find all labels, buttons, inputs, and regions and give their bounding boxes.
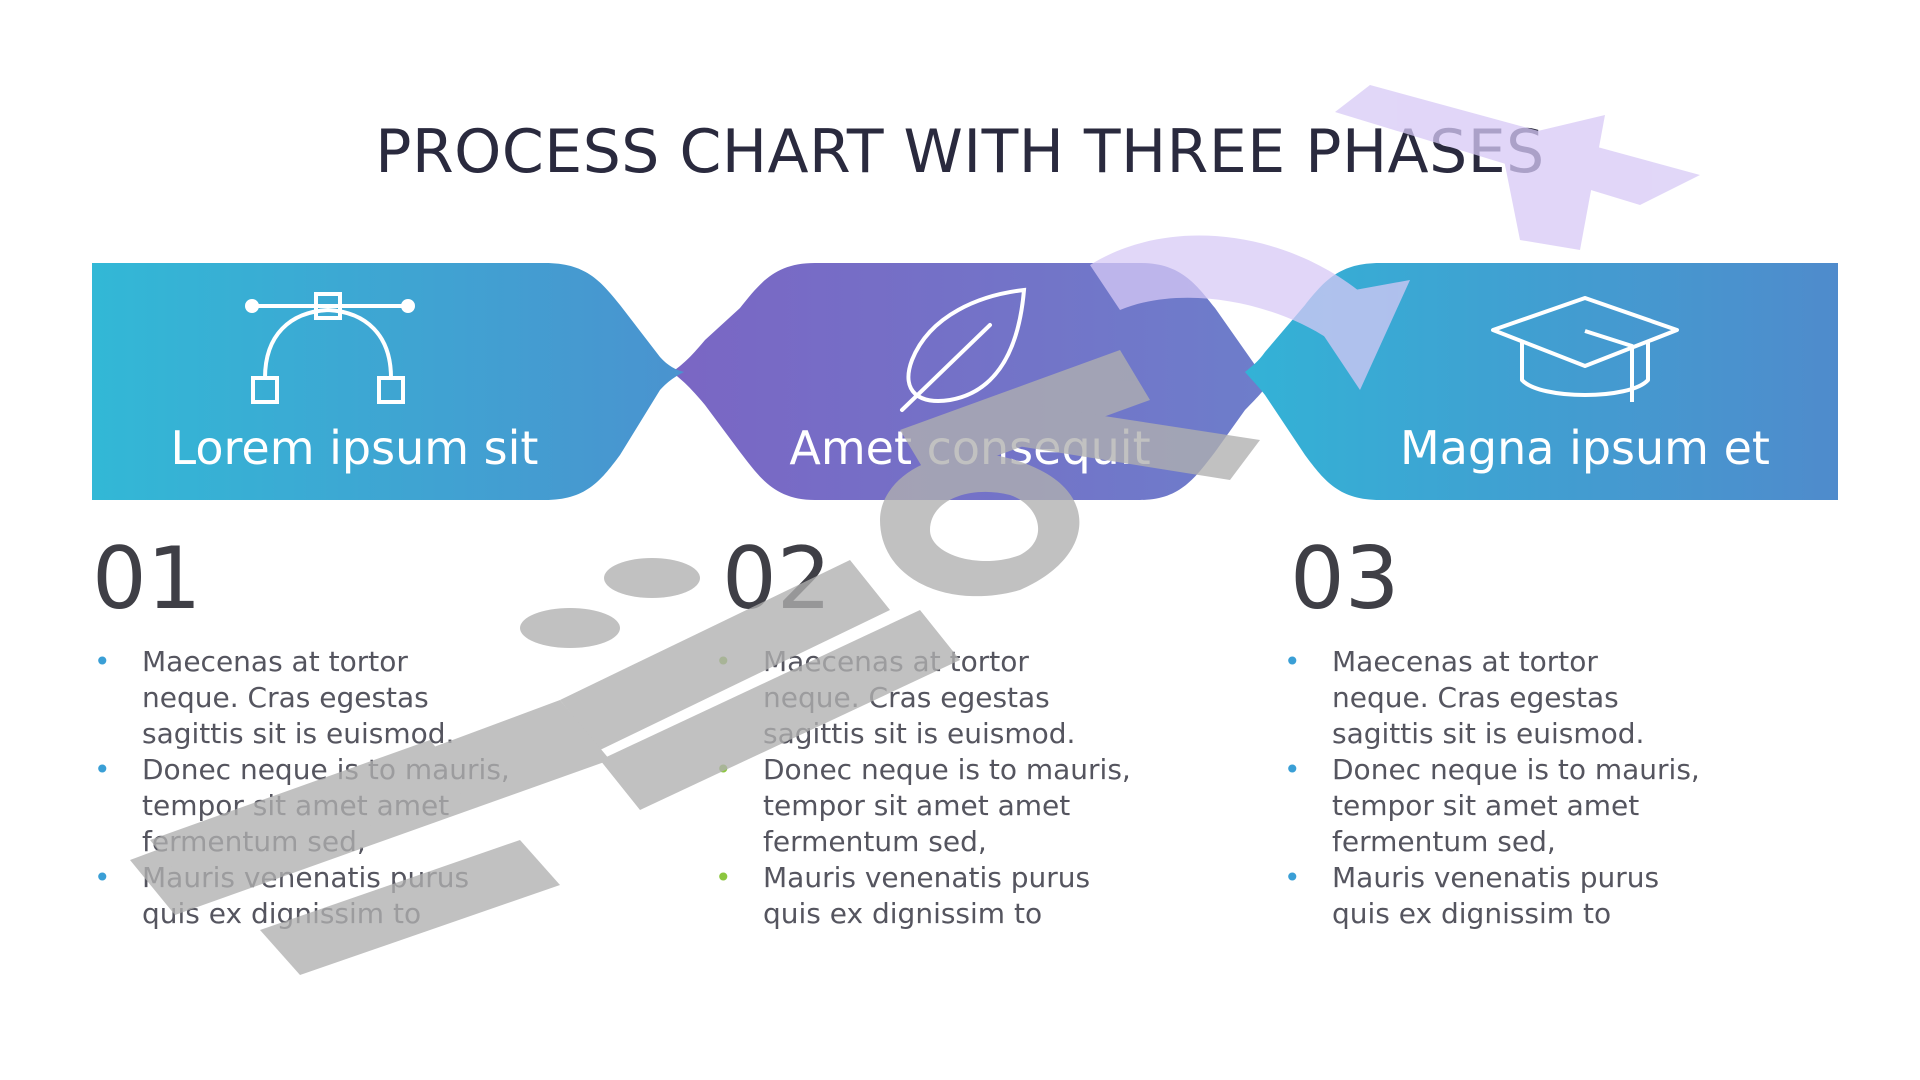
list-item: •Donec neque is to mauris,tempor sit ame… [1284,753,1700,858]
bullet-dot: • [715,753,732,786]
list-item: •Donec neque is to mauris,tempor sit ame… [94,753,510,858]
phase-1-shape [92,263,684,500]
bullet-dot: • [1284,861,1301,894]
bezier-curve-icon [245,292,415,404]
phase-1-number: 01 [92,529,202,629]
bullet-dot: • [94,753,111,786]
bullet-dot: • [94,861,111,894]
phase-3-label: Magna ipsum et [1400,421,1770,475]
list-item: •Donec neque is to mauris,tempor sit ame… [715,753,1131,858]
bullet-dot: • [1284,753,1301,786]
graduation-cap-icon [1491,296,1679,402]
bullet-dot: • [715,861,732,894]
phase-1-label: Lorem ipsum sit [170,421,539,475]
bullet-dot: • [1284,645,1301,678]
bullet-dot: • [715,645,732,678]
phase-3-number: 03 [1290,529,1400,629]
phase-2-number: 02 [722,529,832,629]
phase-2-label: Amet consequit [789,421,1151,475]
bullet-dot: • [94,645,111,678]
